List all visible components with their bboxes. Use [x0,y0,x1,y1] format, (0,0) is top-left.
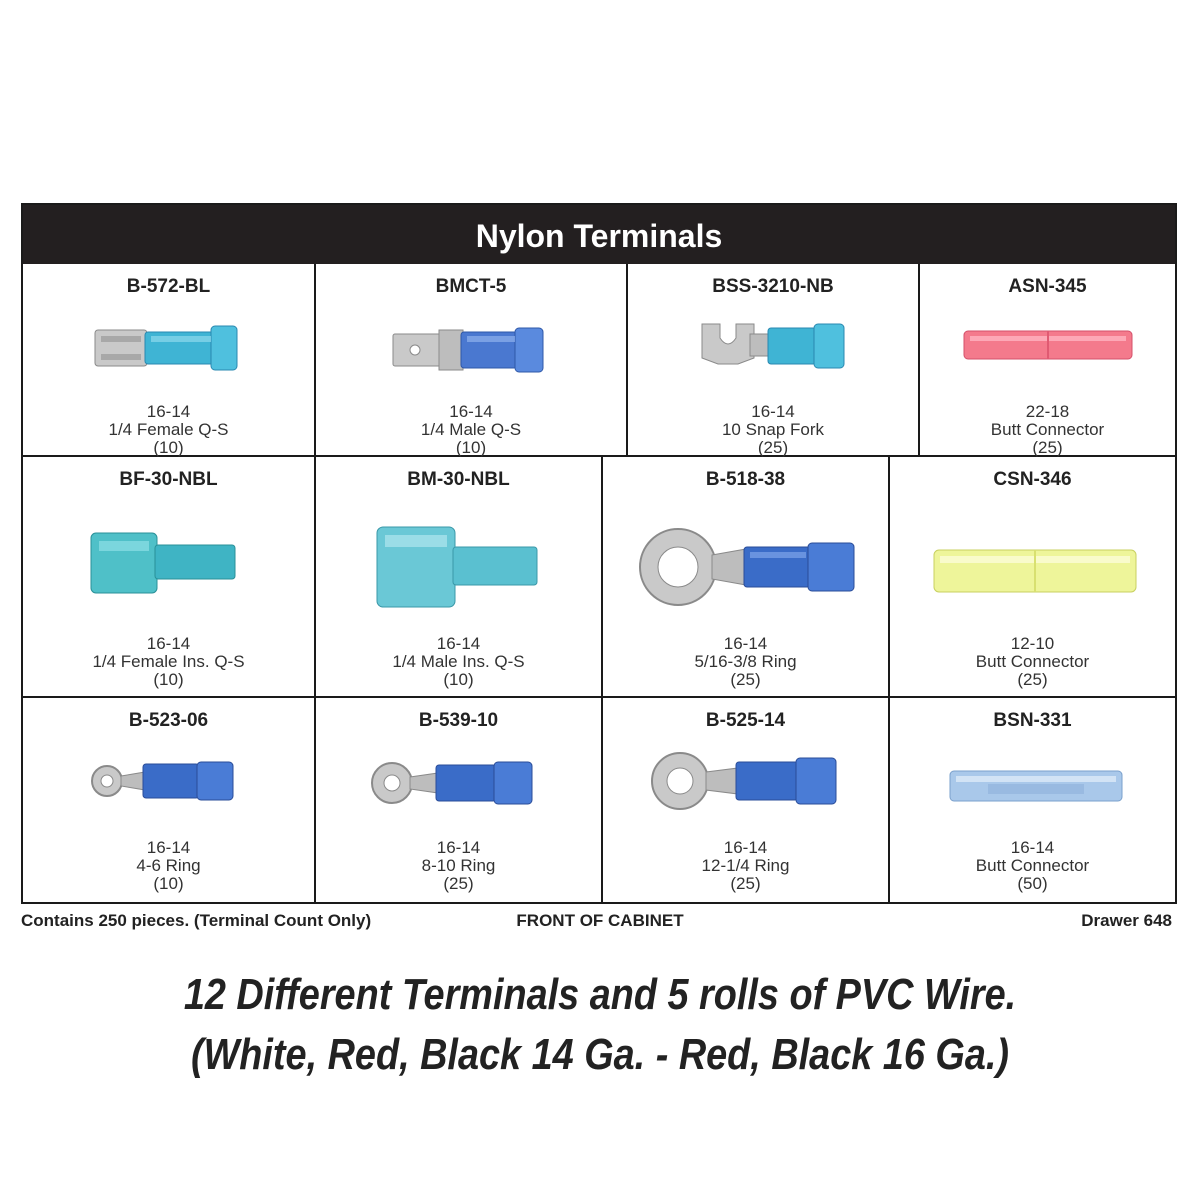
quantity: (10) [455,438,487,457]
quantity: (10) [153,438,184,457]
ring-terminal-icon [636,525,858,609]
terminal-chart: Nylon Terminals B-572-BL 16-14 1/4 Femal… [21,203,1177,904]
gauge: 16-14 [146,838,191,857]
tagline-line-1: 12 Different Terminals and 5 rolls of PV… [183,970,1017,1019]
terminal-cell: BMCT-5 16-14 1/4 Male Q-S (10) [316,264,628,457]
gauge: 16-14 [146,402,191,421]
terminal-cell: BSN-331 16-14 Butt Connector (50) [890,698,1175,902]
gauge: 16-14 [436,634,481,653]
ring-terminal-icon [368,758,536,808]
terminal-type: 1/4 Female Ins. Q-S [92,652,245,671]
part-number: BF-30-NBL [119,469,218,490]
gauge: 16-14 [1010,838,1055,857]
chart-title: Nylon Terminals [23,205,1175,264]
gauge: 12-10 [1010,634,1055,653]
terminal-description: 16-14 4-6 Ring (10) [23,839,314,893]
quantity: (10) [443,670,474,689]
insulated-male-disconnect-icon [375,525,539,609]
snap-fork-icon [698,320,848,378]
part-number: B-539-10 [418,710,499,731]
part-number: B-525-14 [705,710,786,731]
piece-count-note: Contains 250 pieces. (Terminal Count Onl… [21,911,372,930]
terminal-description: 12-10 Butt Connector (25) [890,635,1175,689]
terminal-cell: CSN-346 12-10 Butt Connector (25) [890,457,1175,698]
part-number: B-523-06 [128,710,209,731]
gauge: 16-14 [436,838,481,857]
terminal-type: 1/4 Male Ins. Q-S [392,652,525,671]
gauge: 22-18 [1025,402,1070,421]
female-quick-disconnect-icon [93,322,239,374]
quantity: (25) [443,874,474,893]
terminal-type: Butt Connector [975,856,1090,875]
butt-connector-icon [932,547,1138,595]
butt-connector-icon [962,328,1134,362]
terminal-type: 5/16-3/8 Ring [694,652,797,671]
part-number: ASN-345 [1008,276,1087,297]
terminal-description: 16-14 Butt Connector (50) [890,839,1175,893]
quantity: (25) [730,670,761,689]
tagline-line-2: (White, Red, Black 14 Ga. - Red, Black 1… [190,1030,1010,1079]
part-number: B-572-BL [126,276,211,297]
ring-terminal-icon [89,758,235,804]
part-number: BMCT-5 [435,276,507,297]
drawer-number: Drawer 648 [1081,911,1172,930]
male-quick-disconnect-icon [391,324,546,376]
terminal-description: 16-14 1/4 Male Ins. Q-S (10) [316,635,601,689]
terminal-cell: B-523-06 16-14 4-6 Ring (10) [23,698,316,902]
terminal-description: 16-14 1/4 Male Q-S (10) [316,403,626,457]
terminal-type: 4-6 Ring [136,856,201,875]
terminal-type: Butt Connector [975,652,1090,671]
quantity: (25) [730,874,761,893]
terminal-description: 16-14 1/4 Female Q-S (10) [23,403,314,457]
terminal-description: 16-14 12-1/4 Ring (25) [603,839,888,893]
terminal-cell: BM-30-NBL 16-14 1/4 Male Ins. Q-S (10) [316,457,603,698]
quantity: (50) [1017,874,1048,893]
part-number: BSN-331 [993,710,1072,731]
terminal-description: 16-14 10 Snap Fork (25) [628,403,918,457]
terminal-cell: B-518-38 16-14 5/16-3/8 Ring (25) [603,457,890,698]
terminal-type: 10 Snap Fork [721,420,825,439]
terminal-type: 8-10 Ring [421,856,496,875]
butt-connector-icon [948,768,1124,804]
quantity: (25) [1017,670,1048,689]
gauge: 16-14 [723,838,768,857]
terminal-description: 22-18 Butt Connector (25) [920,403,1175,457]
terminal-description: 16-14 5/16-3/8 Ring (25) [603,635,888,689]
gauge: 16-14 [146,634,191,653]
terminal-description: 16-14 8-10 Ring (25) [316,839,601,893]
terminal-description: 16-14 1/4 Female Ins. Q-S (10) [23,635,314,689]
part-number: BM-30-NBL [407,469,510,490]
terminal-type: 1/4 Male Q-S [420,420,522,439]
terminal-cell: B-539-10 16-14 8-10 Ring (25) [316,698,603,902]
quantity: (25) [1032,438,1063,457]
terminal-cell: ASN-345 22-18 Butt Connector (25) [920,264,1175,457]
gauge: 16-14 [723,634,768,653]
ring-terminal-icon [648,750,840,812]
quantity: (10) [153,670,184,689]
terminal-type: 12-1/4 Ring [701,856,790,875]
quantity: (25) [757,438,789,457]
terminal-cell: B-525-14 16-14 12-1/4 Ring (25) [603,698,890,902]
front-of-cabinet-label: FRONT OF CABINET [516,911,684,930]
insulated-female-disconnect-icon [89,531,237,595]
gauge: 16-14 [751,402,795,421]
part-number: BSS-3210-NB [712,276,834,297]
part-number: B-518-38 [705,469,786,490]
terminal-cell: B-572-BL 16-14 1/4 Female Q-S (10) [23,264,316,457]
quantity: (10) [153,874,184,893]
terminal-type: Butt Connector [990,420,1105,439]
gauge: 16-14 [449,402,493,421]
part-number: CSN-346 [993,469,1072,490]
terminal-type: 1/4 Female Q-S [108,420,229,439]
terminal-cell: BSS-3210-NB 16-14 10 Snap Fork (25) [628,264,920,457]
terminal-cell: BF-30-NBL 16-14 1/4 Female Ins. Q-S (10) [23,457,316,698]
